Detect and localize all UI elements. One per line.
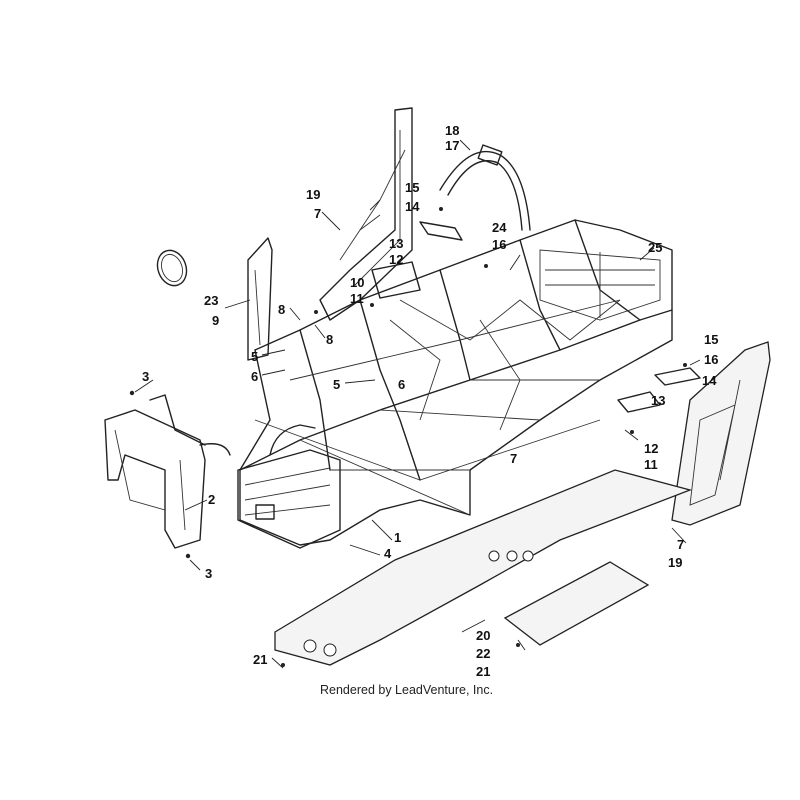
- callout-24: 24: [492, 220, 507, 235]
- callout-labels: 1 2 3 3 4 5 5 6 6 7 7 7 8 8 9 10 11 11 1…: [142, 123, 718, 679]
- callout-2: 2: [208, 492, 215, 507]
- callout-14-upper: 14: [405, 199, 420, 214]
- leader-lines: [134, 139, 701, 669]
- right-side-panel: [671, 341, 771, 526]
- callout-25: 25: [648, 240, 662, 255]
- callout-7-center: 7: [510, 451, 517, 466]
- callout-5-left: 5: [251, 349, 258, 364]
- callout-16-upper: 16: [492, 237, 506, 252]
- callout-8-right: 8: [326, 332, 333, 347]
- callout-5-center: 5: [333, 377, 340, 392]
- callout-15-upper: 15: [405, 180, 419, 195]
- callout-12-right: 12: [644, 441, 658, 456]
- callout-18: 18: [445, 123, 459, 138]
- callout-21-left: 21: [253, 652, 267, 667]
- rear-upright-left: [319, 107, 413, 321]
- callout-10: 10: [350, 275, 364, 290]
- callout-11-right: 11: [644, 457, 658, 472]
- callout-9: 9: [212, 313, 219, 328]
- callout-7-right: 7: [677, 537, 684, 552]
- callout-16-right: 16: [704, 352, 718, 367]
- rear-skid-plate: [503, 561, 650, 646]
- callout-4: 4: [384, 546, 392, 561]
- callout-13-upper: 13: [389, 236, 403, 251]
- callout-20: 20: [476, 628, 490, 643]
- callout-23: 23: [204, 293, 218, 308]
- callout-6-left: 6: [251, 369, 258, 384]
- roll-bar: [439, 144, 531, 231]
- callout-3-bottom: 3: [205, 566, 212, 581]
- left-side-bracket: [247, 237, 273, 361]
- main-frame: [239, 219, 673, 546]
- skid-plate: [274, 469, 693, 666]
- callout-8-left: 8: [278, 302, 285, 317]
- callout-1: 1: [394, 530, 401, 545]
- callout-12-upper: 12: [389, 252, 403, 267]
- strap-loop: [156, 249, 188, 287]
- callout-14-right: 14: [702, 373, 717, 388]
- callout-15-right: 15: [704, 332, 718, 347]
- bracket-14-right: [617, 367, 701, 413]
- callout-3-top: 3: [142, 369, 149, 384]
- callout-19-right: 19: [668, 555, 682, 570]
- callout-11-upper: 11: [350, 291, 364, 306]
- callout-6-center: 6: [398, 377, 405, 392]
- callout-21-right: 21: [476, 664, 490, 679]
- callout-7-upper: 7: [314, 206, 321, 221]
- credit-text: Rendered by LeadVenture, Inc.: [320, 683, 493, 697]
- callout-17: 17: [445, 138, 459, 153]
- callout-13-right: 13: [651, 393, 665, 408]
- front-bumper-assembly: [237, 424, 341, 549]
- callout-22: 22: [476, 646, 490, 661]
- front-guard: [104, 394, 231, 549]
- hardware-bolts: [129, 207, 687, 667]
- callout-19-upper: 19: [306, 187, 320, 202]
- bracket-14-upper: [371, 221, 463, 299]
